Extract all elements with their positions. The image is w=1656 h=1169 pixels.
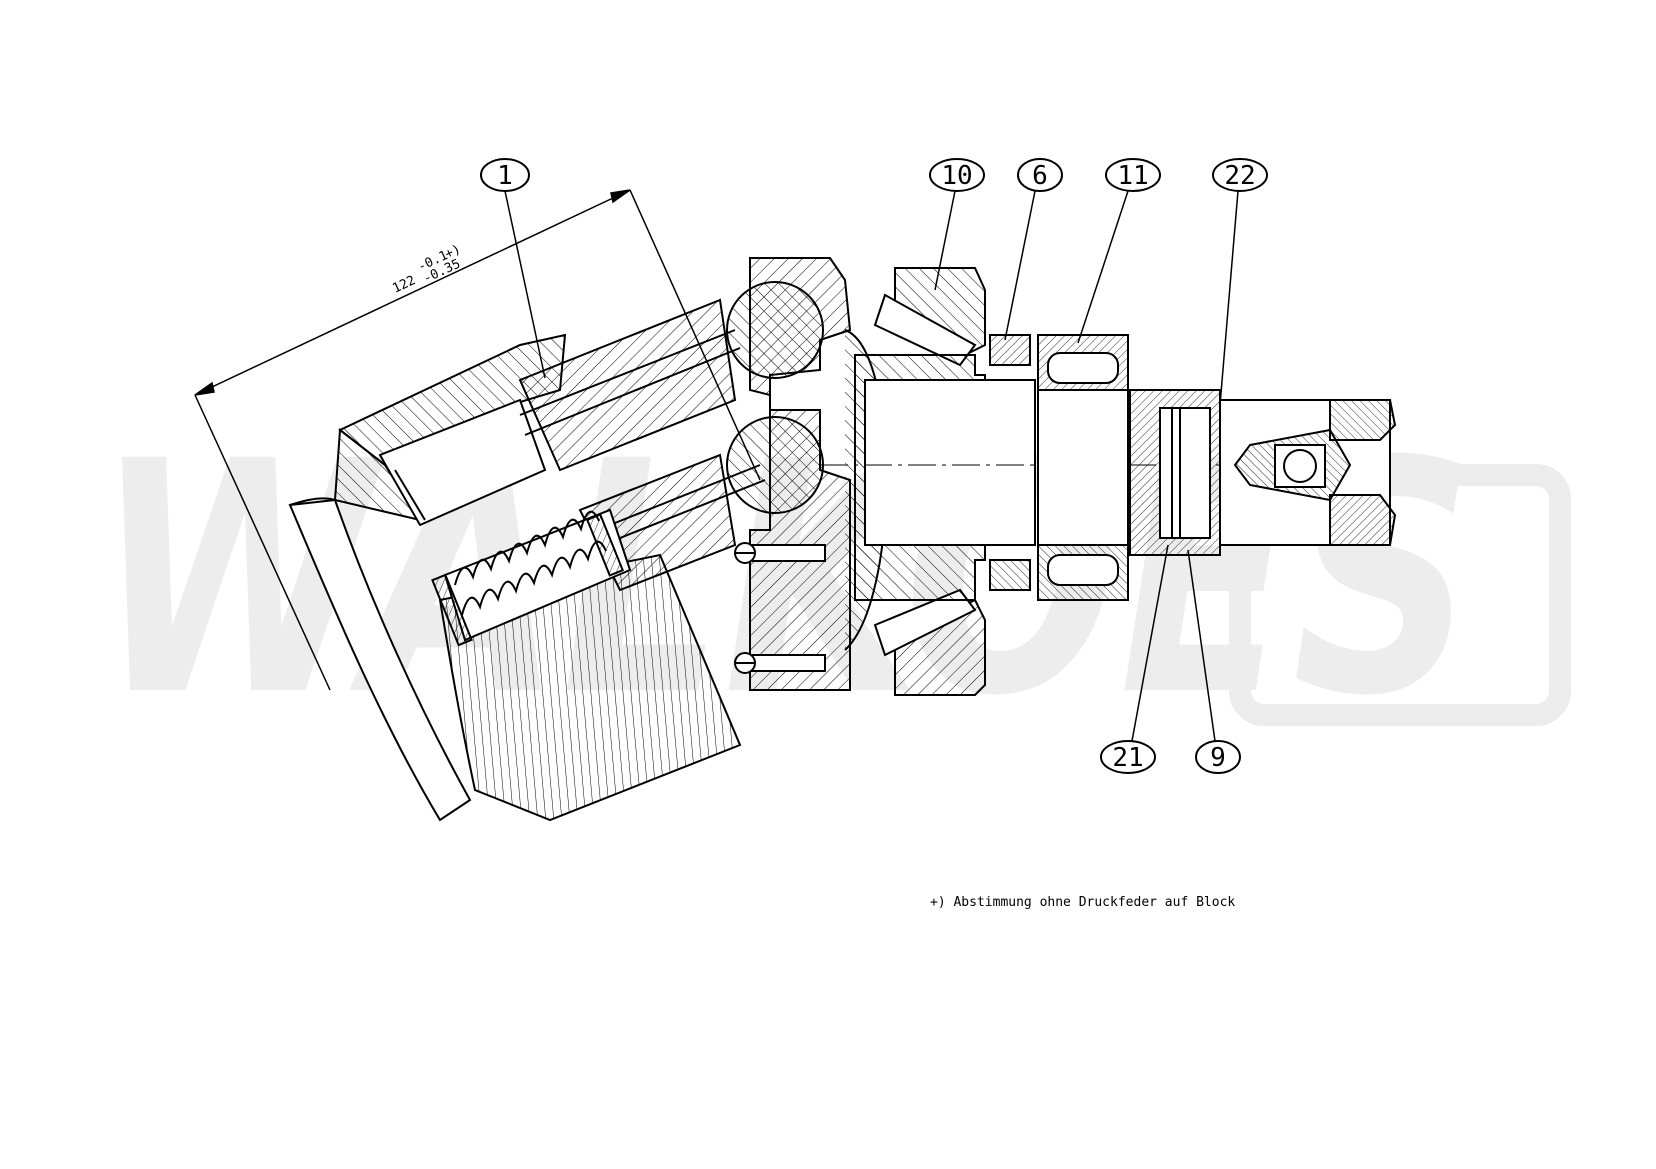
ring-6-lower bbox=[989, 559, 1031, 591]
balloon-label-9: 9 bbox=[1210, 743, 1226, 773]
balloon-21: 21 bbox=[1100, 544, 1169, 774]
lower-block bbox=[438, 553, 742, 822]
balloon-1: 1 bbox=[480, 158, 546, 379]
balloon-22: 22 bbox=[1212, 158, 1268, 406]
guide-upper bbox=[518, 298, 737, 472]
balloon-label-21: 21 bbox=[1112, 743, 1143, 773]
balloons: 1 10 6 11 22 21 bbox=[480, 158, 1268, 774]
footnote: +) Abstimmung ohne Druckfeder auf Block bbox=[930, 895, 1235, 910]
balloon-10: 10 bbox=[929, 158, 985, 291]
balloon-label-6: 6 bbox=[1032, 161, 1048, 191]
balloon-label-1: 1 bbox=[497, 161, 513, 191]
ring-6 bbox=[989, 334, 1031, 366]
compression-spring bbox=[431, 508, 632, 647]
roller-lower bbox=[873, 588, 977, 657]
balloon-label-10: 10 bbox=[941, 161, 972, 191]
dimension-value: 122 bbox=[390, 273, 418, 297]
balloon-label-11: 11 bbox=[1117, 161, 1148, 191]
housing-block bbox=[288, 298, 766, 822]
dimension-marker: +) bbox=[443, 242, 464, 262]
balloon-label-22: 22 bbox=[1224, 161, 1255, 191]
screw-upper bbox=[734, 542, 826, 564]
screw-lower bbox=[734, 652, 826, 674]
piston bbox=[378, 398, 547, 527]
balloon-9: 9 bbox=[1187, 549, 1241, 774]
balloon-6: 6 bbox=[1004, 158, 1063, 341]
shaft bbox=[820, 334, 1397, 601]
cylinder-face bbox=[288, 498, 472, 822]
balloon-11: 11 bbox=[1077, 158, 1161, 344]
